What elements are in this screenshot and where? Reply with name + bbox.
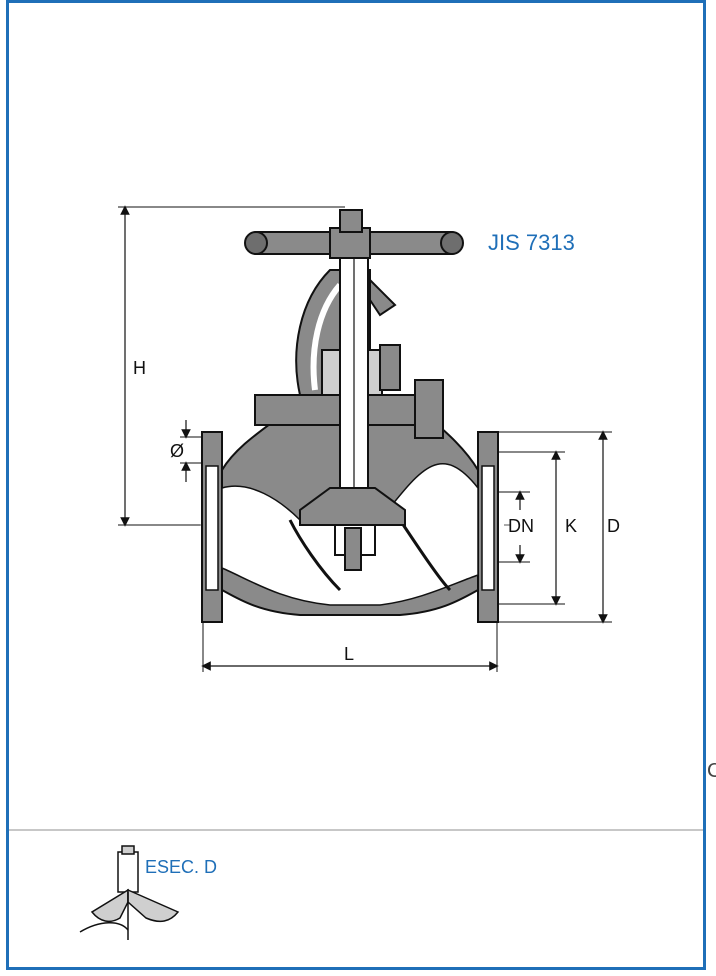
dimension-dn [495, 490, 530, 564]
section-divider [9, 829, 703, 831]
dimension-k-label: K [565, 516, 578, 536]
dimension-d-label: D [607, 516, 620, 536]
variant-label: ESEC. D [145, 857, 218, 877]
edge-glyph: C [707, 760, 716, 782]
standard-label: JIS 7313 [488, 230, 575, 255]
dimension-k [495, 450, 565, 606]
dimension-l [201, 620, 499, 672]
handwheel [244, 209, 464, 259]
dimension-h-label: H [133, 358, 146, 378]
valve-stem [339, 229, 369, 501]
variant-thumbnail [79, 845, 180, 940]
dimension-dn-label: DN [508, 516, 534, 536]
dimension-l-label: L [344, 644, 355, 664]
dimension-d [495, 430, 612, 624]
dimension-phi-label: Ø [170, 441, 185, 461]
valve-disc [299, 487, 406, 571]
